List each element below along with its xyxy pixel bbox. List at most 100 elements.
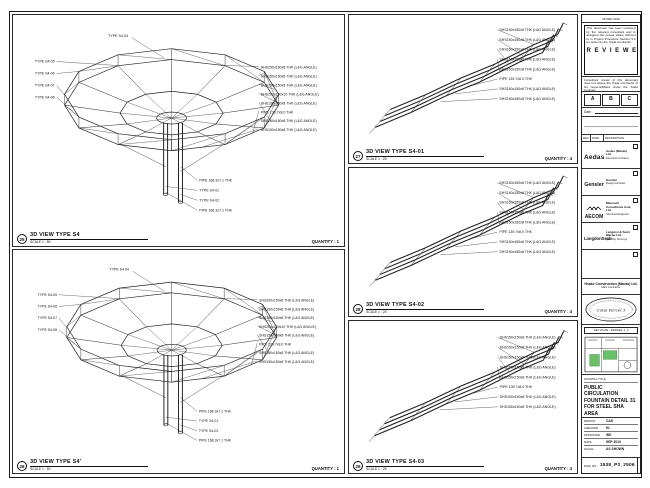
callout-label: SHS150x150x8 THK (L&G ANGLE) xyxy=(500,346,556,350)
field-label: CHECKED xyxy=(584,426,599,430)
consultant-block-aedas: Aedas Aedas (Macau) Ltd. Executive Archi… xyxy=(582,142,640,169)
quantity-note: QUANTITY : 4 xyxy=(544,466,572,471)
quantity-note: QUANTITY : 1 xyxy=(311,239,339,244)
callout-labels: TYPE S4-04 TYPE S4-05 TYPE S4-06 TYPE S4… xyxy=(35,34,319,212)
gensler-logo: Gensler xyxy=(584,182,604,188)
callout-label: SHS150x150x8 THK (L&G ANGLE) xyxy=(499,38,555,42)
quantity-note: QUANTITY : 1 xyxy=(311,466,339,471)
callout-label: SHS150x150x8 THK (L&G ANGLE) xyxy=(261,119,317,123)
date-fill-line xyxy=(594,113,638,114)
view-caption: 28 3D VIEW TYPE S4-02 SCALE 1 : 25 QUANT… xyxy=(353,299,572,314)
contractor-role: Main Contractor xyxy=(601,286,621,290)
signature-area xyxy=(582,117,640,135)
callout-label: SHS150x150x8 THK (L&G ANGLE) xyxy=(499,250,555,254)
other-consultants-box xyxy=(582,250,640,279)
panel-3d-view-s4-02: SHS150x150x8 THK (L&G ANGLE) SHS150x150x… xyxy=(348,167,578,317)
view-caption: 25 3D VIEW TYPE S4 SCALE 1 : 50 QUANTITY… xyxy=(17,229,339,244)
review-status-options: A B C xyxy=(582,92,640,108)
review-disclaimer: Consultant review of this document does … xyxy=(582,77,640,92)
quantity-note: QUANTITY : 4 xyxy=(544,156,572,161)
callout-label: TYPE S4-01 xyxy=(199,419,218,423)
dwg-no-value: 1538_P3_2506 xyxy=(599,463,635,468)
review-checkbox xyxy=(633,171,638,176)
consultant-role: Quantity Surveyor xyxy=(606,237,628,241)
callout-label: SHS150x150x8 THK (L&G ANGLE) xyxy=(499,97,555,101)
seal-oval-icon: Cotai Parcel 3 xyxy=(585,297,637,322)
callout-label: SHS150x150x8 THK (L&G ANGLE) xyxy=(259,351,314,355)
drawing-title-line: FOR STEEL SHA AREA xyxy=(584,404,624,417)
contractor-block: Hsako Construction (Macau) Ltd. Main Con… xyxy=(582,279,640,295)
callout-label: SHS150x150x8 THK (L&G ANGLE) xyxy=(499,211,555,215)
callout-label: TYPE S4-06 xyxy=(38,305,57,309)
review-checkbox xyxy=(633,225,638,230)
callout-label: SHS150x150x8 THK (L&G ANGLE) xyxy=(499,191,555,195)
status-option-a: A xyxy=(584,93,602,106)
isometric-structure-drawing: TYPE S4-04 TYPE S4-05 TYPE S4-06 TYPE S4… xyxy=(35,34,319,212)
callout-label: SHS150x150x8 THK (L&G ANGLE) xyxy=(500,395,556,399)
callout-label: TYPE S4-04 xyxy=(110,268,129,272)
field-value: CAD xyxy=(606,419,614,423)
field-label: APPROVED xyxy=(584,433,601,437)
callout-label: SHS250x150x8 THK (L&G ANGLE) xyxy=(261,66,317,70)
panel-3d-view-s4-01: SHS150x150x8 THK (L&G ANGLE) SHS150x150x… xyxy=(348,14,578,164)
date-col-header: DATE xyxy=(591,135,604,141)
received-date-stamp: 28 SEP 2010 xyxy=(582,15,640,23)
field-label: DATE xyxy=(584,440,592,444)
callout-label: PIPE 168.3x7.1 THK xyxy=(199,179,232,183)
isometric-structure-drawing: TYPE S4-04 TYPE S4-05 TYPE S4-06 TYPE S4… xyxy=(38,268,316,443)
callout-label: TYPE S4-08 xyxy=(35,95,55,99)
detail-number-bubble: 28 xyxy=(353,304,363,314)
callout-label: SHS200x100x10 THK (L&G ANGLE) xyxy=(261,92,319,96)
view-caption: 27 3D VIEW TYPE S4-01 SCALE 1 : 25 QUANT… xyxy=(353,146,572,161)
view-scale: SCALE 1 : 25 xyxy=(366,310,387,314)
key-plan-drawing xyxy=(584,336,638,372)
field-value: KL xyxy=(606,426,611,430)
callout-label: SHS150x150x8 THK (L&G ANGLE) xyxy=(500,375,556,379)
scale-value: AS SHOWN xyxy=(606,447,625,451)
callout-label: TYPE S4-04 xyxy=(108,34,128,38)
callout-label: SHS200x100x10 THK (L&G ANGLE) xyxy=(259,325,316,329)
consultant-name: Aedas (Macau) Ltd. xyxy=(606,148,628,157)
panel-3d-view-s4-prime: TYPE S4-04 TYPE S4-05 TYPE S4-06 TYPE S4… xyxy=(12,249,345,474)
key-plan-header: KEY PLAN - PARCEL 1_3 xyxy=(584,326,638,334)
callout-label: TYPE S4-07 xyxy=(38,316,57,320)
callout-label: SHS150x150x8 THK (L&G ANGLE) xyxy=(259,316,314,320)
scale-label: SCALE xyxy=(584,447,594,451)
callout-label: SHS150x150x8 THK (L&G ANGLE) xyxy=(500,336,556,340)
detail-number-bubble: 26 xyxy=(17,461,27,471)
callout-labels: TYPE S4-04 TYPE S4-05 TYPE S4-06 TYPE S4… xyxy=(38,268,316,443)
sheet-border xyxy=(9,11,642,478)
callout-label: TYPE S4-05 xyxy=(35,60,55,64)
seal-text: Cotai Parcel 3 xyxy=(597,307,626,312)
review-stamp-box: This document has been reviewed by the r… xyxy=(582,23,640,77)
callout-label: PIPE 139.7x8.0 THK xyxy=(499,77,532,81)
callout-labels: SHS150x150x8 THK (L&G ANGLE) SHS150x150x… xyxy=(499,28,555,101)
review-date-row: Date : xyxy=(582,108,640,117)
detail-number-bubble: 25 xyxy=(17,234,27,244)
rev-col-header: REV xyxy=(582,135,591,141)
view-title: 3D VIEW TYPE S4-03 xyxy=(366,459,484,467)
callout-label: SHS150x150x8 THK (L&G ANGLE) xyxy=(500,365,556,369)
view-caption: 26 3D VIEW TYPE S4' SCALE 1 : 50 QUANTIT… xyxy=(17,456,339,471)
view-title: 3D VIEW TYPE S4 xyxy=(30,232,148,240)
view-scale: SCALE 1 : 50 xyxy=(30,240,51,244)
project-seal: Cotai Parcel 3 xyxy=(582,295,640,325)
contractor-name: Hsako Construction (Macau) Ltd. xyxy=(584,282,638,286)
review-paragraph: This document has been reviewed by the r… xyxy=(586,26,636,45)
callout-labels: SHS150x150x8 THK (L&G ANGLE) SHS150x150x… xyxy=(499,181,555,254)
callout-label: SHS150x150x8 THK (L&G ANGLE) xyxy=(259,360,314,364)
view-caption: 29 3D VIEW TYPE S4-03 SCALE 1 : 25 QUANT… xyxy=(353,456,572,471)
view-scale: SCALE 1 : 50 xyxy=(30,467,51,471)
field-label: DRAWN xyxy=(584,419,595,423)
callout-label: PIPE 168.3x7.1 THK xyxy=(199,409,232,413)
callout-label: SHS150x150x8 THK (L&G ANGLE) xyxy=(499,240,555,244)
callout-label: SHS150x150x8 THK (L&G ANGLE) xyxy=(499,67,555,71)
callout-label: SHS150x150x8 THK (L&G ANGLE) xyxy=(261,101,317,105)
consultant-block-aecom: AECOM Maunsell Consultants Asia Ltd. Str… xyxy=(582,196,640,223)
drawing-title-label: DRAWING TITLE xyxy=(584,377,638,383)
callout-label: TYPE S4-02 xyxy=(199,429,218,433)
consultant-role: Design Architect xyxy=(606,182,626,186)
callout-labels: SHS150x150x8 THK (L&G ANGLE) SHS150x150x… xyxy=(500,336,556,409)
callout-label: SHS150x150x8 THK (L&G ANGLE) xyxy=(259,307,314,311)
callout-label: SHS150x150x8 THK (L&G ANGLE) xyxy=(499,201,555,205)
